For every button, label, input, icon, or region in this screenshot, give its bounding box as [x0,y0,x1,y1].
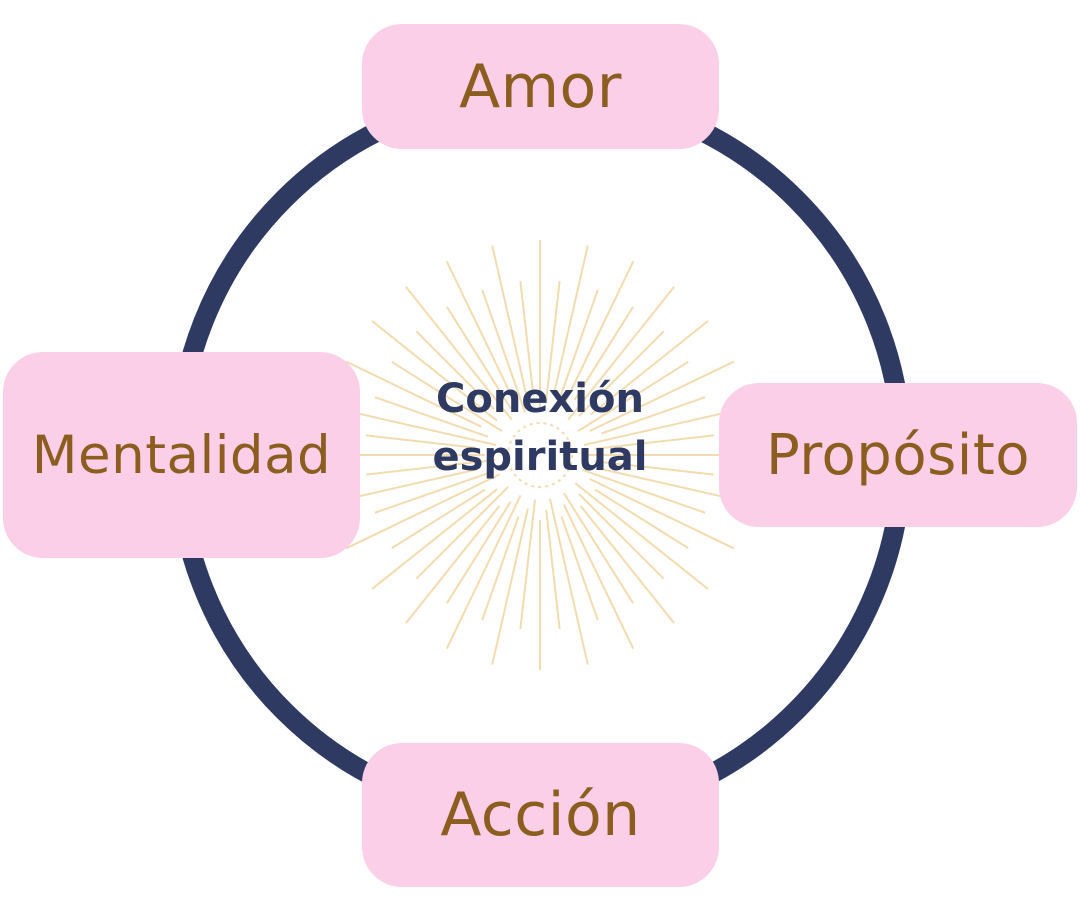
sunburst-ray [446,501,512,604]
sunburst-ray [446,306,512,409]
sunburst-ray [391,361,503,432]
sunburst-ray [590,320,709,416]
sunburst-ray [553,245,589,392]
sunburst-ray [574,482,709,590]
sunburst-ray [560,516,599,621]
sunburst-ray [481,289,527,413]
sunburst-ray [415,330,495,410]
sunburst-ray [519,280,534,391]
sunburst-ray [519,499,536,630]
sunburst-ray [578,493,665,580]
node-mentalidad-label: Mentalidad [31,424,332,486]
sunburst-ray [562,504,635,650]
sunburst-ray [445,260,513,397]
sunburst-ray [594,434,715,450]
sunburst-ray [549,498,589,665]
sunburst-ray [371,488,498,590]
sunburst-ray [589,477,735,550]
node-proposito-label: Propósito [765,422,1031,488]
sunburst-ray [578,330,665,417]
sunburst-ray [415,486,509,580]
sunburst-ray [594,488,689,549]
sunburst-ray [345,473,500,550]
sunburst-ray [371,320,498,422]
node-accion-label: Acción [440,780,641,850]
center-label-line1: Conexión [436,376,644,422]
sunburst-ray [365,459,496,476]
sunburst-core [507,422,573,488]
node-amor-label: Amor [459,51,622,122]
sunburst-ray [582,468,706,514]
node-accion: Acción [362,743,719,887]
sunburst-ray [594,460,715,476]
node-amor: Amor [362,24,719,149]
sunburst-ray [562,260,635,406]
sunburst-ray [545,280,561,401]
node-mentalidad: Mentalidad [3,352,360,558]
sunburst-ray [374,396,489,438]
sunburst-ray [365,434,476,449]
sunburst-ray [491,508,529,665]
sunburst-ray [345,360,482,428]
center-label-line2: espiritual [432,434,648,480]
sunburst-ray [445,495,522,650]
sunburst-ray [405,286,513,421]
sunburst-ray [573,306,634,401]
sunburst-ray [567,286,675,421]
center-label: Conexión espiritual [390,370,690,486]
sunburst-ray [481,516,520,621]
sunburst-ray [545,509,561,630]
sunburst-ray [589,360,735,433]
node-proposito: Propósito [719,383,1077,527]
sunburst-ray [374,472,489,514]
sunburst-ray [391,488,486,549]
sunburst-ray [601,396,706,435]
sunburst-ray [563,492,634,604]
sunburst-ray [491,245,529,402]
sunburst-ray [577,361,689,432]
sunburst-ray [553,289,599,413]
sunburst-decoration [325,240,755,670]
sunburst-ray [579,505,675,624]
sunburst-ray [405,505,501,624]
